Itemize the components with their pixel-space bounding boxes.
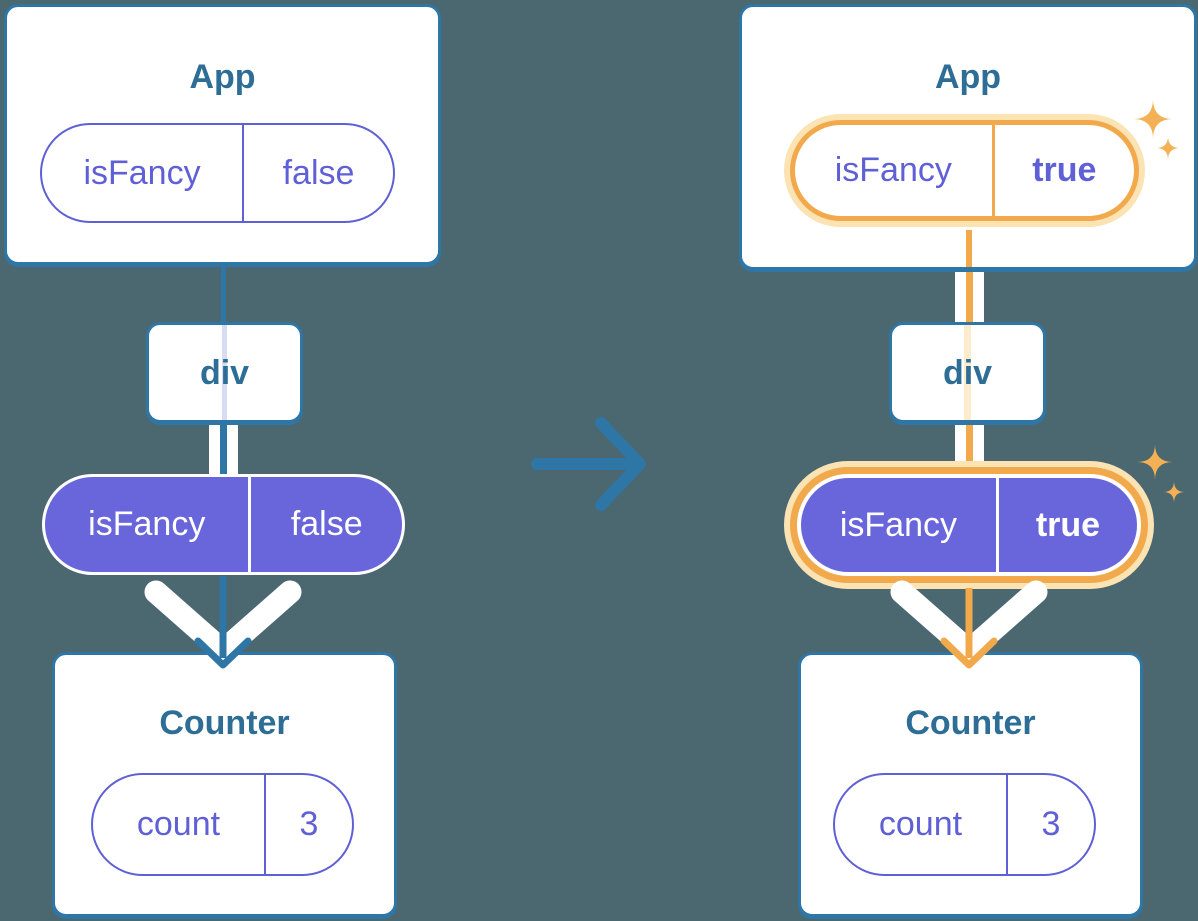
prop-name: isFancy: [88, 505, 206, 543]
prop-line-segment: [966, 230, 972, 267]
app-prop-pill-after: isFancy true: [790, 120, 1139, 221]
state-pill-after: count 3: [833, 773, 1096, 876]
app-title: App: [934, 58, 1002, 96]
div-card-after: div: [889, 322, 1046, 423]
state-name: count: [136, 805, 221, 843]
prop-name: isFancy: [83, 153, 201, 192]
pill-divider: [248, 477, 252, 572]
app-card-after: App isFancy true: [739, 4, 1197, 270]
pill-divider: [263, 775, 266, 874]
prop-value: false: [282, 153, 355, 192]
prop-name: isFancy: [839, 505, 957, 544]
state-name: count: [878, 805, 963, 843]
div-card-before: div: [146, 322, 303, 423]
state-value: 3: [299, 805, 319, 843]
prop-name: isFancy: [834, 151, 952, 189]
app-title: App: [189, 58, 256, 96]
passed-prop-pill-after: isFancy true: [797, 474, 1141, 576]
counter-title: Counter: [905, 704, 1036, 742]
pill-divider: [995, 478, 999, 572]
prop-value: false: [290, 505, 363, 543]
pill-divider: [242, 125, 245, 221]
div-label: div: [942, 354, 993, 392]
prop-value: true: [1035, 505, 1101, 544]
app-prop-pill-before: isFancy false: [40, 123, 395, 223]
pill-divider: [1005, 775, 1008, 874]
state-value: 3: [1041, 805, 1061, 843]
div-label: div: [199, 354, 250, 392]
prop-trace-line: [964, 325, 971, 420]
prop-value: true: [1032, 151, 1097, 189]
pill-divider: [991, 125, 995, 216]
counter-card-after: Counter count 3: [798, 652, 1143, 917]
counter-card-before: Counter count 3: [52, 652, 397, 917]
passed-prop-pill-before: isFancy false: [42, 474, 405, 575]
prop-trace-line: [222, 325, 227, 420]
state-pill-before: count 3: [91, 773, 354, 876]
counter-title: Counter: [159, 704, 290, 742]
app-card-before: App isFancy false: [4, 4, 441, 265]
